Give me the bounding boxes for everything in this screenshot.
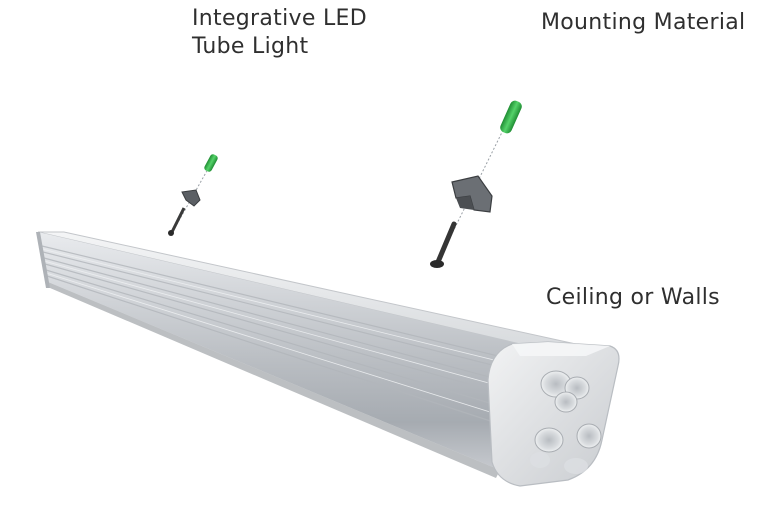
wall-plug-screw-clip-icon — [430, 100, 522, 268]
product-title: Integrative LED Tube Light — [192, 5, 367, 61]
tube-end-cap — [487, 341, 620, 487]
mounting-material-label: Mounting Material — [541, 10, 746, 35]
ceiling-or-walls-label: Ceiling or Walls — [546, 285, 720, 310]
tube-housing — [36, 231, 586, 478]
tube-ribs — [41, 245, 549, 431]
product-title-line1: Integrative LED — [192, 6, 367, 31]
wall-plug-screw-icon — [168, 154, 218, 236]
product-title-line2: Tube Light — [192, 34, 309, 59]
